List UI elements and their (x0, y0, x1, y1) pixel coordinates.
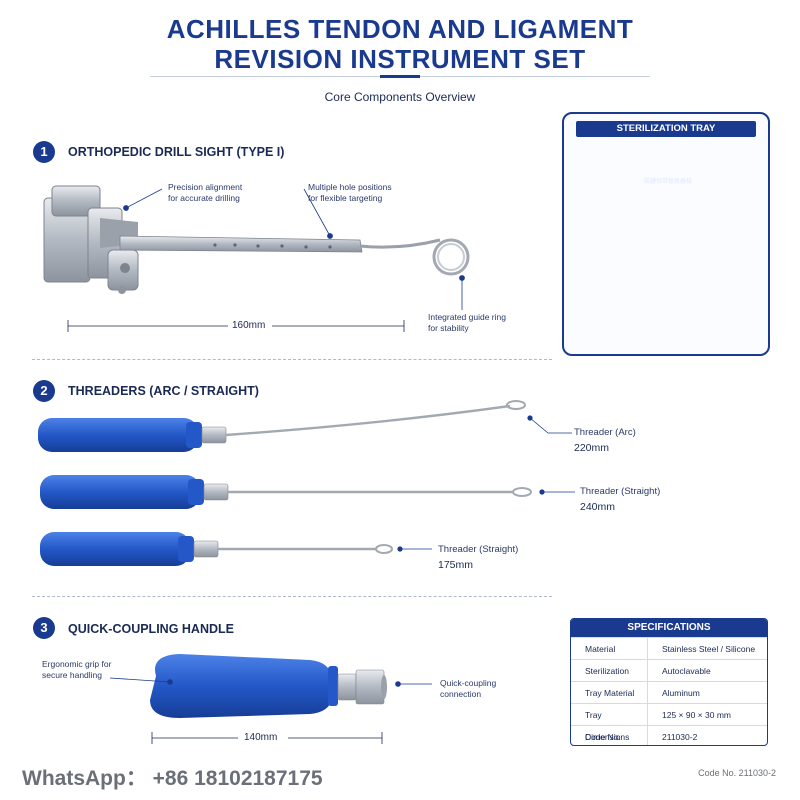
section-2-number: 2 (33, 380, 55, 402)
spec-value: Aluminum (647, 682, 767, 703)
section-3-number: 3 (33, 617, 55, 639)
section-1-number: 1 (33, 141, 55, 163)
sterilization-tray-panel (562, 112, 770, 356)
quick-coupling-handle-image (150, 654, 387, 718)
spec-value: 211030-2 (647, 726, 767, 745)
threader-1-name: Threader (Arc) (574, 427, 636, 438)
threader-2-name: Threader (Straight) (580, 486, 661, 497)
spec-key: Tray Dimensions (585, 710, 630, 742)
spec-value: Stainless Steel / Silicone (647, 638, 767, 659)
spec-row: Tray Material Aluminum (571, 681, 767, 703)
threader-1-length: 220mm (574, 442, 610, 454)
spec-value: 125 × 90 × 30 mm (647, 704, 767, 725)
callout-hole-positions: Multiple hole positions for flexible tar… (308, 182, 392, 203)
drill-sight-dimension: 160mm (232, 320, 266, 331)
threader-3-name: Threader (Straight) (438, 544, 519, 555)
spec-row: Material Stainless Steel / Silicone (571, 637, 767, 659)
section-divider-2 (32, 596, 552, 597)
section-2-title: THREADERS (ARC / STRAIGHT) (68, 384, 259, 398)
threader-straight-175-image (40, 532, 393, 566)
callout-precision-alignment: Precision alignment for accurate drillin… (168, 182, 243, 203)
spec-key: Tray Material (585, 688, 635, 698)
drill-sight-image (43, 185, 470, 294)
spec-key: Code No. (585, 732, 621, 742)
spec-row: Code No. 211030-2 (571, 725, 767, 745)
spec-row: Tray Dimensions 125 × 90 × 30 mm (571, 703, 767, 742)
sterilization-tray-header: STERILIZATION TRAY (576, 121, 756, 137)
threader-straight-240-image (40, 475, 532, 509)
threader-arc-image (38, 400, 526, 452)
specifications-header: SPECIFICATIONS (571, 619, 767, 637)
spec-key: Sterilization (585, 666, 629, 676)
whatsapp-contact: WhatsApp： +86 18102187175 (22, 767, 323, 790)
callout-guide-ring: Integrated guide ring for stability (428, 312, 506, 333)
spec-row: Sterilization Autoclavable (571, 659, 767, 681)
specifications-table: SPECIFICATIONS Material Stainless Steel … (570, 618, 768, 746)
threader-2-length: 240mm (580, 501, 616, 513)
callout-quick-coupling: Quick-coupling connection (440, 678, 497, 699)
section-1-title: ORTHOPEDIC DRILL SIGHT (TYPE I) (68, 145, 285, 159)
tray-lid-label: 肌腱韧带修复器械 (643, 178, 692, 185)
footer-code-number: Code No. 211030-2 (698, 768, 776, 778)
threader-3-length: 175mm (438, 559, 474, 571)
title-divider-accent (380, 75, 420, 78)
spec-value: Autoclavable (647, 660, 767, 681)
callout-ergonomic-grip: Ergonomic grip for secure handling (42, 659, 112, 680)
page-title-line-2: REVISION INSTRUMENT SET (214, 44, 586, 74)
handle-dimension: 140mm (244, 732, 278, 743)
spec-key: Material (585, 644, 616, 654)
page-title-line-1: ACHILLES TENDON AND LIGAMENT (166, 14, 634, 44)
page-subtitle: Core Components Overview (324, 90, 476, 104)
section-3-title: QUICK-COUPLING HANDLE (68, 622, 234, 636)
section-divider-1 (32, 359, 552, 360)
